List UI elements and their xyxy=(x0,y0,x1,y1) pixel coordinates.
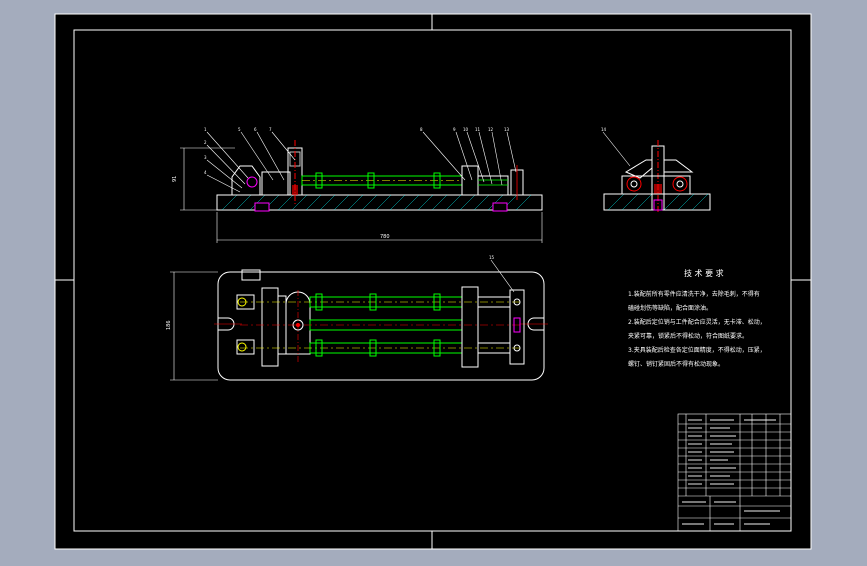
title-block xyxy=(677,413,792,532)
dimension-height-front: 91 xyxy=(172,176,178,182)
svg-text:5: 5 xyxy=(238,127,241,132)
svg-text:9: 9 xyxy=(453,127,456,132)
dimension-total: 780 xyxy=(380,234,390,240)
svg-text:1: 1 xyxy=(204,127,207,132)
svg-text:2: 2 xyxy=(204,140,207,145)
svg-text:10: 10 xyxy=(463,127,469,132)
svg-text:3: 3 xyxy=(204,155,207,160)
svg-text:13: 13 xyxy=(504,127,510,132)
svg-text:8: 8 xyxy=(420,127,423,132)
technical-requirements: 技 术 要 求 1.装配前所有零件应清洗干净，去除毛刺，不得有 磕碰划伤等缺陷，… xyxy=(628,268,766,368)
side-view: 14 xyxy=(601,127,711,214)
centering-marks xyxy=(55,14,811,549)
plan-view: 15 186 xyxy=(166,255,548,381)
svg-text:15: 15 xyxy=(489,255,495,260)
title-block-text-marks xyxy=(682,419,780,525)
tech-line: 螺钉、销钉紧固后不得有松动现象。 xyxy=(628,360,724,368)
tech-line: 1.装配前所有零件应清洗干净，去除毛刺，不得有 xyxy=(628,290,760,298)
tech-line: 磕碰划伤等缺陷，配合面涂油。 xyxy=(628,304,712,312)
drawing-sheet xyxy=(54,13,812,550)
dimension-width-plan: 186 xyxy=(166,320,172,330)
tech-line: 2.装配后定位销与工件配合应灵活，无卡滞、松动， xyxy=(628,318,766,326)
svg-text:4: 4 xyxy=(204,170,207,175)
tech-line: 3.夹具装配后检查各定位面精度，不得松动，压紧， xyxy=(628,346,766,354)
tech-line: 夹紧可靠，锁紧后不得松动，符合图纸要求。 xyxy=(628,332,748,340)
svg-text:7: 7 xyxy=(269,127,272,132)
svg-text:14: 14 xyxy=(601,127,607,132)
tech-requirements-title: 技 术 要 求 xyxy=(684,268,724,278)
svg-text:6: 6 xyxy=(254,127,257,132)
svg-text:12: 12 xyxy=(488,127,494,132)
svg-text:11: 11 xyxy=(475,127,481,132)
